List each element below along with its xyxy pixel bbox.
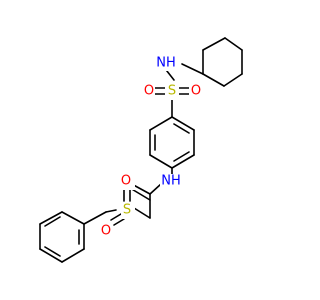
label-background xyxy=(160,174,182,190)
o-top-left-label: O xyxy=(141,84,155,100)
label-background xyxy=(119,174,133,190)
bond xyxy=(173,151,190,162)
atom-label-s-bottom: S xyxy=(123,203,131,218)
label-background xyxy=(121,203,135,219)
bond xyxy=(44,216,61,227)
bond xyxy=(149,116,173,131)
atom-label-o-top-left: O xyxy=(144,84,154,99)
bond xyxy=(149,154,173,169)
bond xyxy=(171,116,195,131)
atom-label-nh-amide: NH xyxy=(161,174,181,189)
bond xyxy=(83,211,107,225)
phenyl-ring xyxy=(39,211,107,263)
bond xyxy=(173,123,190,134)
bond xyxy=(202,37,226,51)
bond xyxy=(181,63,204,75)
bond xyxy=(61,211,85,225)
s-top-label: S xyxy=(165,84,179,100)
atom-label-o-top-right: O xyxy=(191,84,201,99)
bond xyxy=(113,218,125,226)
nh-top-label: NH xyxy=(155,55,177,71)
bond xyxy=(61,248,85,263)
bond xyxy=(202,73,225,87)
molecule-diagram: NH S O O NH O S O xyxy=(39,37,243,263)
bond xyxy=(171,154,195,169)
cyclohexyl-ring xyxy=(202,37,243,87)
s-bottom-label: S xyxy=(121,203,135,219)
bond xyxy=(39,248,63,263)
bond xyxy=(149,183,162,195)
o-top-right-label: O xyxy=(189,84,203,100)
atom-labels: NH S O O NH O S O xyxy=(99,55,203,240)
bond xyxy=(224,37,243,51)
bond xyxy=(105,209,117,213)
label-background xyxy=(189,84,203,100)
label-background xyxy=(165,84,179,100)
o-bottom-left-label: O xyxy=(99,224,113,240)
label-background xyxy=(141,84,155,100)
nh-amide-label: NH xyxy=(160,174,182,190)
bond xyxy=(133,207,151,219)
phenylene-ring xyxy=(149,116,195,169)
atom-label-o-bottom-top: O xyxy=(121,174,131,189)
atom-label-s-top: S xyxy=(168,84,176,99)
bond xyxy=(44,246,61,257)
label-background xyxy=(155,55,177,71)
atom-label-nh-top: NH xyxy=(156,56,176,71)
bond xyxy=(39,211,63,225)
bond xyxy=(223,73,243,87)
label-background xyxy=(99,224,113,240)
atom-label-o-bottom-left: O xyxy=(101,224,111,239)
o-bottom-top-label: O xyxy=(119,174,133,190)
bond xyxy=(110,213,122,221)
